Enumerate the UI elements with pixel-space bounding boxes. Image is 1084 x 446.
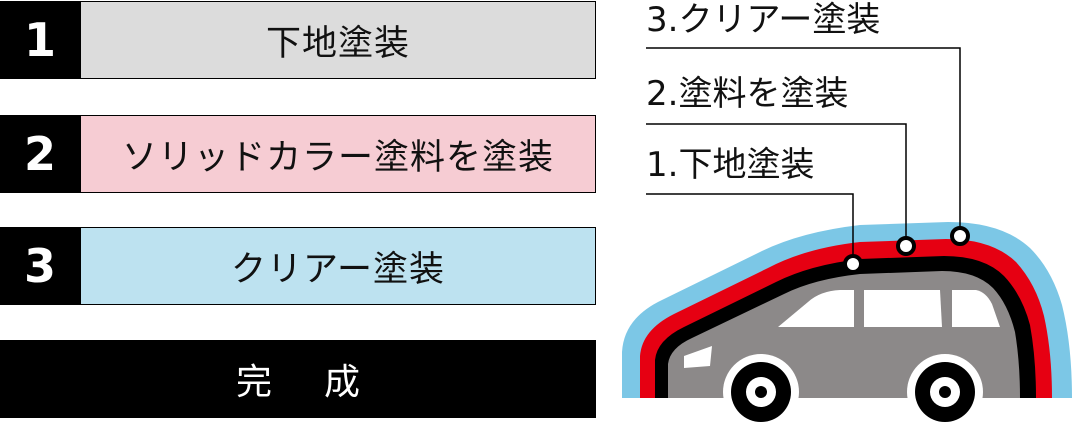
step-label: 下地塗装 — [80, 1, 596, 79]
marker-primer — [843, 254, 863, 274]
paint-layer — [640, 239, 1052, 398]
clear-coat-layer — [622, 222, 1072, 398]
step-number: 3 — [0, 227, 80, 305]
layer-markers — [843, 226, 970, 274]
step-label: ソリッドカラー塗料を塗装 — [80, 115, 596, 193]
layer-label-primer: 1.下地塗装 — [646, 145, 815, 185]
leader-line-primer — [646, 193, 854, 260]
front-wheel — [723, 354, 799, 430]
car-window-front — [778, 290, 854, 327]
marker-clear — [950, 226, 970, 246]
car-body — [668, 271, 1020, 398]
step-label: クリアー塗装 — [80, 227, 596, 305]
car-window-rear — [952, 290, 1000, 327]
step-number: 2 — [0, 115, 80, 193]
car-window-middle — [864, 290, 942, 327]
final-step: 完成 — [0, 340, 596, 418]
step-1: 1 下地塗装 — [0, 1, 596, 79]
marker-paint — [896, 236, 916, 256]
step-3: 3 クリアー塗装 — [0, 227, 596, 305]
ground — [600, 398, 1084, 446]
step-2: 2 ソリッドカラー塗料を塗装 — [0, 115, 596, 193]
car-headlight — [684, 346, 712, 368]
layer-label-paint: 2.塗料を塗装 — [646, 74, 849, 114]
rear-wheel — [907, 354, 983, 430]
primer-layer — [655, 256, 1036, 398]
layer-label-clear: 3.クリアー塗装 — [646, 0, 881, 40]
step-number: 1 — [0, 1, 80, 79]
